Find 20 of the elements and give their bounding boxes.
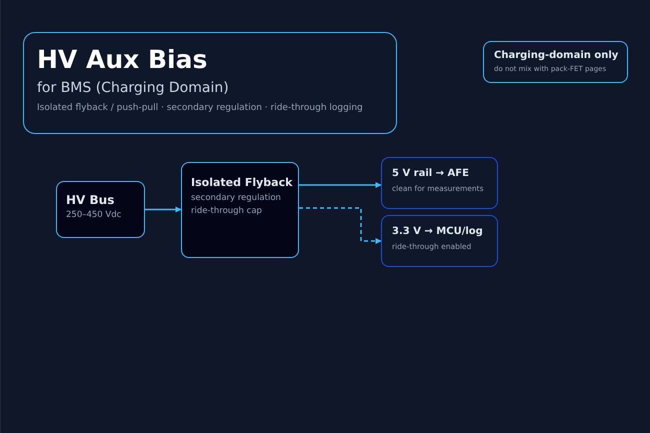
header-card [23,32,397,134]
node-title: HV Bus [66,193,114,208]
node-detail: 250–450 Vdc [66,210,122,221]
arrow [145,206,182,212]
block-box [56,181,145,238]
node-detail: ride-through cap [191,206,262,217]
block-box [181,162,299,258]
node-title: Isolated Flyback [191,176,292,190]
arrow [299,207,382,244]
note-card [483,41,628,83]
description-text: Isolated flyback / push-pull · secondary regulation · ride-through logging [37,102,363,114]
block-box [381,157,498,209]
arrow [299,182,382,188]
node-title: 3.3 V → MCU/log [392,226,483,238]
node-detail: secondary regulation [191,192,281,204]
card-subheading: for BMS (Charging Domain) [37,80,229,98]
card-heading: HV Aux Bias [37,44,208,76]
block-box [381,215,498,267]
node-title: 5 V rail → AFE [392,168,469,180]
note-title: Charging-domain only [494,50,618,62]
